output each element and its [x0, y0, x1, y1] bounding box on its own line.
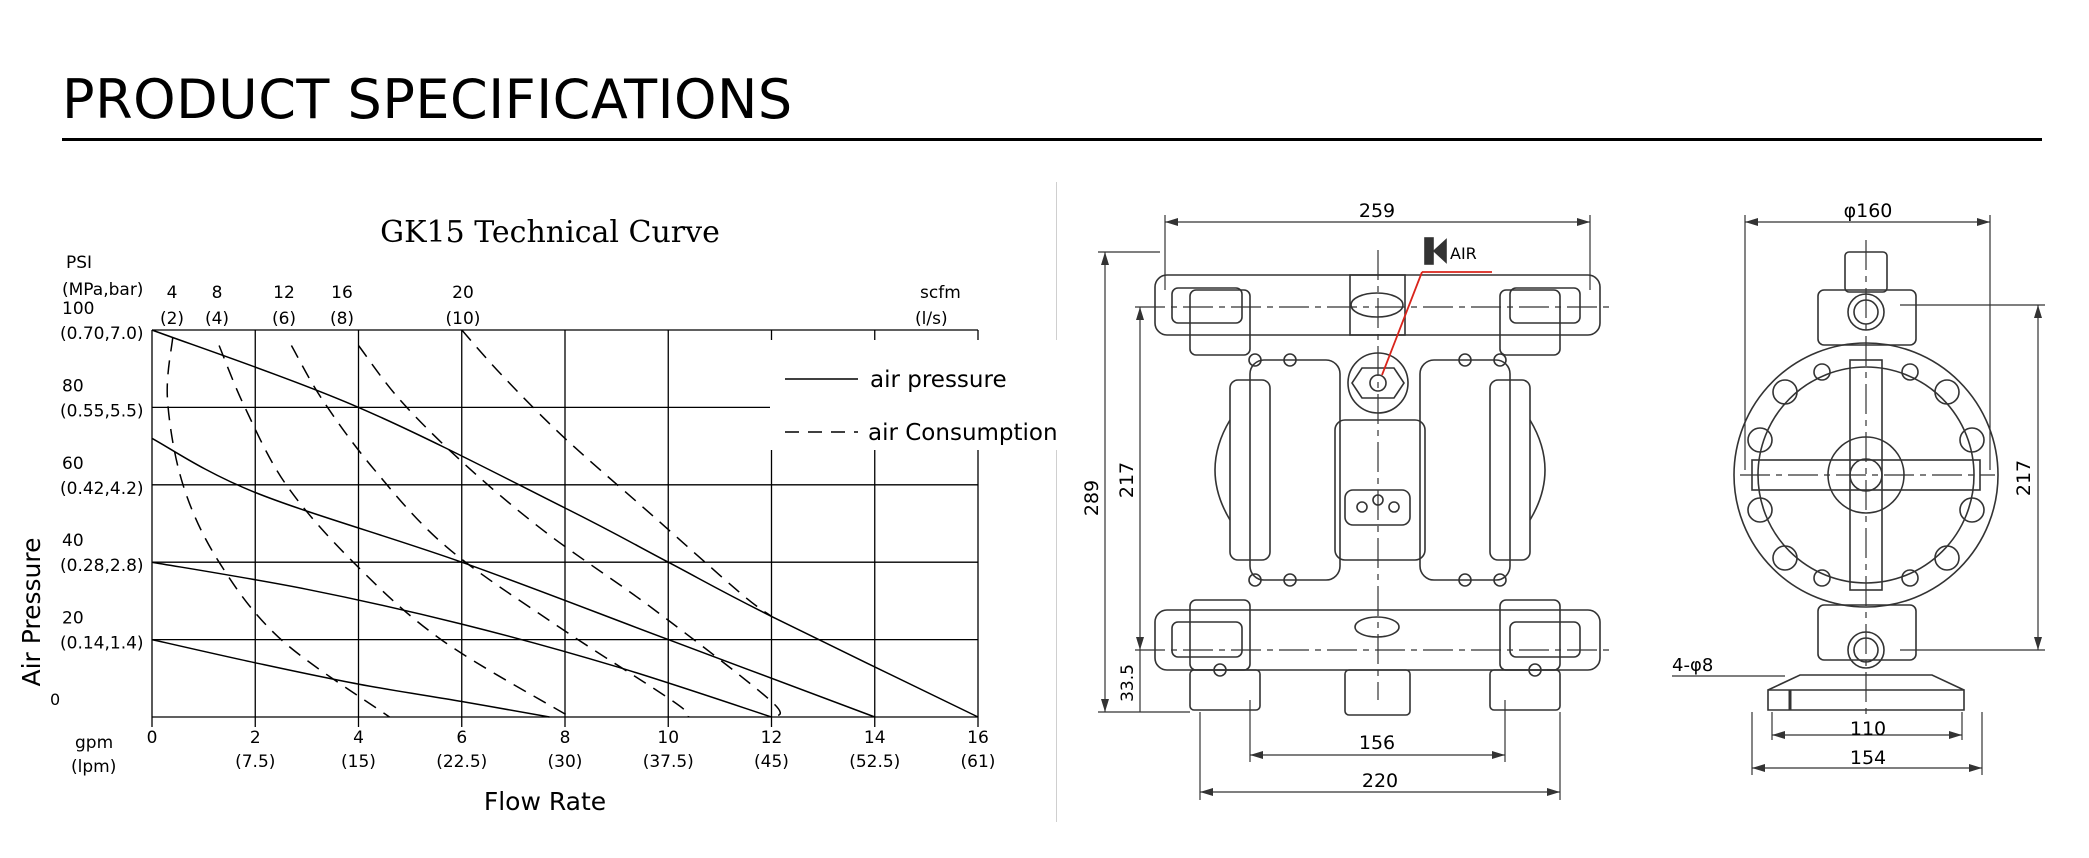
dim-side-holes: 4-φ8	[1672, 655, 1713, 676]
x-tick-label: 2	[250, 728, 261, 748]
dim-front-base-width: 220	[1362, 770, 1398, 792]
x-axis-label: Flow Rate	[484, 787, 606, 816]
top-tick-sublabel: (10)	[446, 309, 481, 329]
top-tick-label: 20	[452, 283, 474, 303]
air-consumption-curve-9	[461, 329, 772, 618]
x-tick-label: 0	[147, 728, 158, 748]
dim-side-diameter: φ160	[1844, 200, 1893, 222]
top-tick-label: 4	[167, 283, 178, 303]
x-tick-label: 8	[560, 728, 571, 748]
dim-front-inner-height: 217	[1116, 462, 1138, 498]
y-tick-sublabel: (0.55,5.5)	[60, 401, 144, 421]
top-tick-sublabel: (8)	[330, 309, 354, 329]
x-unit-primary: gpm	[75, 733, 113, 753]
page-title: PRODUCT SPECIFICATIONS	[62, 68, 793, 131]
x-tick-label: 10	[657, 728, 679, 748]
y-tick-sublabel: (0.28,2.8)	[60, 556, 144, 576]
top-tick-sublabel: (6)	[272, 309, 296, 329]
x-tick-sublabel: (37.5)	[643, 752, 694, 772]
y-unit-secondary: (MPa,bar)	[62, 280, 143, 300]
top-tick-label: 8	[212, 283, 223, 303]
x-tick-sublabel: (52.5)	[849, 752, 900, 772]
x-tick-label: 12	[761, 728, 783, 748]
top-tick-sublabel: (4)	[205, 309, 229, 329]
dim-front-hole-span: 156	[1359, 732, 1395, 754]
title-divider	[62, 138, 2042, 141]
air-consumption-curve-8	[357, 345, 781, 718]
top-tick-label: 16	[331, 283, 353, 303]
y-tick-sublabel: (0.42,4.2)	[60, 479, 144, 499]
dim-front-base-height: 33.5	[1118, 664, 1138, 702]
x-tick-sublabel: (30)	[548, 752, 583, 772]
dim-side-height: 217	[2013, 460, 2035, 496]
x-tick-sublabel: (22.5)	[436, 752, 487, 772]
side-view: φ160 217 4-φ8 110 154	[1672, 200, 2045, 775]
y-axis-label: Air Pressure	[17, 537, 46, 686]
x-tick-label: 14	[864, 728, 886, 748]
x-tick-label: 16	[967, 728, 989, 748]
air-consumption-curve-5	[166, 337, 390, 718]
x-tick-label: 6	[456, 728, 467, 748]
y-tick-label: 100	[62, 299, 94, 319]
top-unit-secondary: (l/s)	[915, 309, 948, 329]
air-inlet-label: AIR	[1450, 244, 1477, 263]
air-pressure-curve-3	[151, 561, 772, 718]
pump-dimension-drawing: AIR 259 289 217 33.5 156 2	[1081, 200, 2045, 800]
x-tick-sublabel: (7.5)	[235, 752, 275, 772]
chart-series	[151, 329, 979, 718]
dim-side-base-width: 154	[1850, 747, 1886, 769]
top-unit-primary: scfm	[920, 283, 961, 303]
y-tick-label: 80	[62, 376, 84, 396]
x-unit-secondary: (lpm)	[71, 757, 116, 777]
y-tick-label: 20	[62, 609, 84, 629]
x-tick-sublabel: (61)	[961, 752, 996, 772]
y-tick-sublabel: (0.70,7.0)	[60, 324, 144, 344]
technical-curve-chart: GK15 Technical Curve PSI (MPa,bar) scfm …	[17, 215, 1060, 816]
dim-front-height: 289	[1081, 480, 1103, 516]
chart-ticks: 0 2 (7.5) 4 (15) 6 (22.5) 8 (30) 10 (37.5) 12 (45) 14…	[50, 283, 995, 772]
air-consumption-curve-6	[218, 345, 571, 718]
y-unit-primary: PSI	[66, 253, 92, 273]
y-tick-sublabel: (0.14,1.4)	[60, 634, 144, 654]
legend-label-air-pressure: air pressure	[870, 367, 1007, 393]
x-tick-label: 4	[353, 728, 364, 748]
legend-label-air-consumption: air Consumption	[868, 420, 1058, 446]
dim-front-width: 259	[1359, 200, 1395, 222]
x-tick-sublabel: (45)	[754, 752, 789, 772]
air-consumption-curve-7	[290, 345, 690, 718]
dim-side-hole-span: 110	[1850, 718, 1886, 740]
y-tick-label: 0	[50, 690, 60, 709]
front-view: AIR 259 289 217 33.5 156 2	[1081, 200, 1610, 800]
air-pressure-curve-2	[151, 437, 876, 718]
y-tick-label: 40	[62, 531, 84, 551]
y-tick-label: 60	[62, 454, 84, 474]
x-tick-sublabel: (15)	[341, 752, 376, 772]
top-tick-label: 12	[273, 283, 295, 303]
chart-title: GK15 Technical Curve	[380, 215, 720, 250]
air-pressure-curve-4	[151, 638, 550, 718]
top-tick-sublabel: (2)	[160, 309, 184, 329]
panel-divider	[1056, 182, 1057, 822]
